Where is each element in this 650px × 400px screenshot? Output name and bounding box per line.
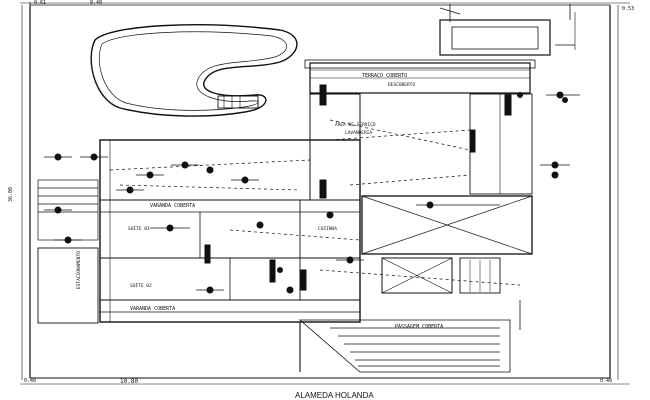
left-side-area: [37, 179, 99, 324]
room-label-terrace-sub: DESCOBERTO: [388, 82, 415, 88]
room-label-cozinha: COZINHA: [318, 226, 337, 232]
terrace-block: [304, 59, 536, 94]
corner-bottom-left-label: 0.48: [24, 378, 36, 384]
left-side-dimension-label: 36.00: [8, 187, 14, 202]
room-label-suite-01: SUÍTE 01: [128, 224, 150, 232]
bottom-dimension-label: 10.80: [120, 378, 138, 385]
corner-bottom-right-label: 0.48: [600, 378, 612, 384]
swimming-pool: [90, 24, 298, 117]
room-label-terrace: TERRAÇO COBERTO: [362, 73, 407, 79]
corner-top-right-label: 0.53: [622, 6, 634, 12]
pool-house: [439, 12, 576, 56]
room-label-veranda-bottom: VARANDA COBERTA: [130, 306, 175, 312]
property-boundary: [20, 2, 630, 385]
dashed-lines: [109, 119, 521, 286]
street-name-label: ALAMEDA HOLANDA: [295, 391, 374, 400]
entrance-stairs: [298, 300, 521, 373]
room-label-parking: ESTACIONAMENTO: [76, 251, 82, 289]
top-dimension-label: 9.40: [90, 0, 102, 6]
room-label-service-a: ÁREA DE SERVIÇO: [335, 121, 376, 128]
room-label-service-b: LAVANDERIA: [345, 130, 372, 136]
room-label-veranda-top: VARANDA COBERTA: [150, 203, 195, 209]
room-label-entrance: PASSAGEM COBERTA: [395, 324, 443, 330]
top-dimension-ticks: [29, 2, 571, 22]
corner-top-left-label: 0.61: [34, 0, 46, 6]
fixture-symbols: [44, 84, 580, 294]
drawing-labels: 9.40 0.61 0.53 0.48 0.48 10.80 36.00 TER…: [8, 0, 634, 400]
room-label-suite-02: SUÍTE 02: [130, 281, 152, 289]
house-outline: [99, 93, 361, 323]
right-wing: [361, 93, 533, 294]
